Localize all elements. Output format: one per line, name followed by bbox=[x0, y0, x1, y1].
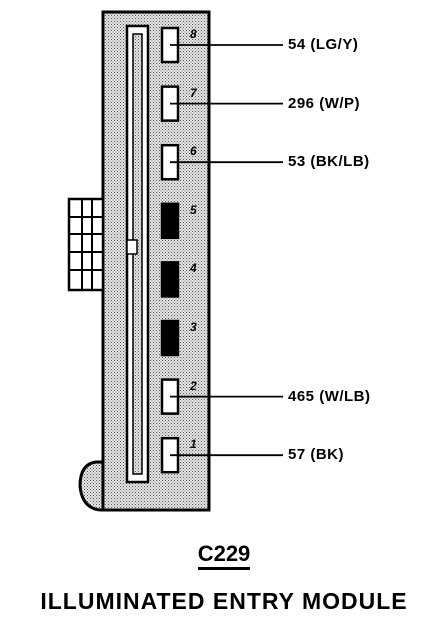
circuit-label-7: 296 (W/P) bbox=[288, 94, 361, 112]
pin-number-3: 3 bbox=[190, 320, 197, 334]
pin-number-5: 5 bbox=[190, 202, 197, 217]
circuit-label-1: 57 (BK) bbox=[288, 446, 345, 464]
connector-code: C229 bbox=[0, 541, 448, 570]
circuit-label-2: 465 (W/LB) bbox=[288, 387, 371, 405]
circuit-label-8: 54 (LG/Y) bbox=[288, 36, 359, 53]
connector-inner-slot bbox=[125, 24, 150, 484]
connector-side-latch bbox=[67, 197, 105, 292]
connector-bottom-tab bbox=[78, 460, 106, 512]
connector-name: ILLUMINATED ENTRY MODULE bbox=[40, 588, 408, 614]
pin-cavity-4 bbox=[160, 261, 180, 298]
pin-number-7: 7 bbox=[190, 85, 197, 100]
leader-lines bbox=[170, 44, 283, 457]
pin-number-2: 2 bbox=[190, 378, 197, 393]
pin-cavity-5 bbox=[160, 202, 180, 240]
pin-number-4: 4 bbox=[190, 261, 197, 276]
connector-body bbox=[101, 10, 211, 512]
pin-cavities bbox=[160, 26, 180, 474]
circuit-label-6: 53 (BK/LB) bbox=[288, 153, 370, 171]
pin-cavity-3 bbox=[160, 319, 180, 357]
pin-number-8: 8 bbox=[190, 27, 197, 41]
pin-number-1: 1 bbox=[190, 437, 197, 452]
pin-number-6: 6 bbox=[190, 144, 197, 159]
